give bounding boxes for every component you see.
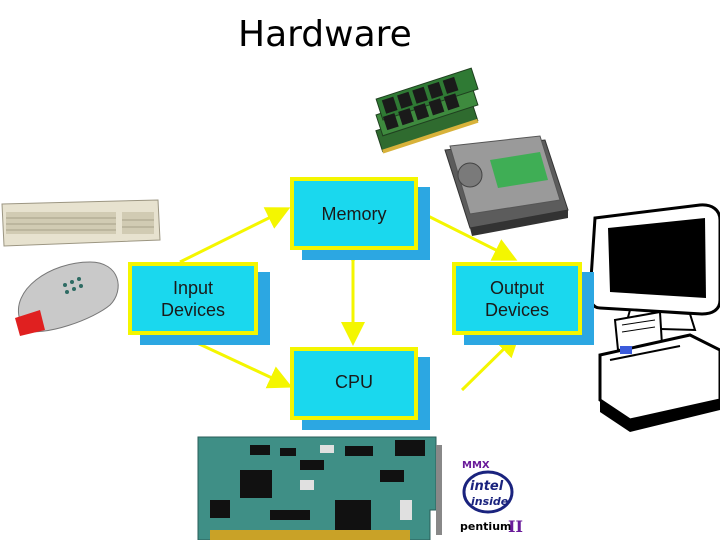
- svg-text:MMX: MMX: [462, 460, 490, 471]
- output-devices-node: Output Devices: [452, 262, 582, 335]
- output-devices-label: Output Devices: [484, 277, 550, 320]
- memory-node: Memory: [290, 177, 418, 250]
- svg-text:intel: intel: [470, 479, 504, 494]
- input-devices-label: Input Devices: [160, 277, 226, 320]
- input-devices-node: Input Devices: [128, 262, 258, 335]
- svg-text:inside: inside: [471, 495, 509, 508]
- cpu-node: CPU: [290, 347, 418, 420]
- printer-image: [598, 310, 720, 432]
- circuit-board-image: [197, 436, 442, 540]
- memory-label: Memory: [321, 204, 387, 224]
- cpu-label: CPU: [334, 372, 373, 392]
- ram-modules-image: [375, 67, 479, 154]
- hard-drive-image: [444, 135, 569, 236]
- svg-text:pentium: pentium: [460, 520, 512, 533]
- arrow-cpu-to-output: [460, 332, 521, 392]
- arrow-input-to-cpu: [179, 333, 293, 389]
- monitor-image: [588, 203, 720, 332]
- svg-text:II: II: [508, 517, 523, 536]
- mouse-image: [15, 261, 119, 336]
- arrow-memory-to-output: [419, 210, 518, 261]
- slide-title: Hardware: [238, 14, 412, 55]
- intel-pentium-logo: MMX intel inside pentium II: [460, 456, 523, 540]
- arrow-input-to-memory: [179, 207, 291, 264]
- keyboard-image: [1, 199, 161, 247]
